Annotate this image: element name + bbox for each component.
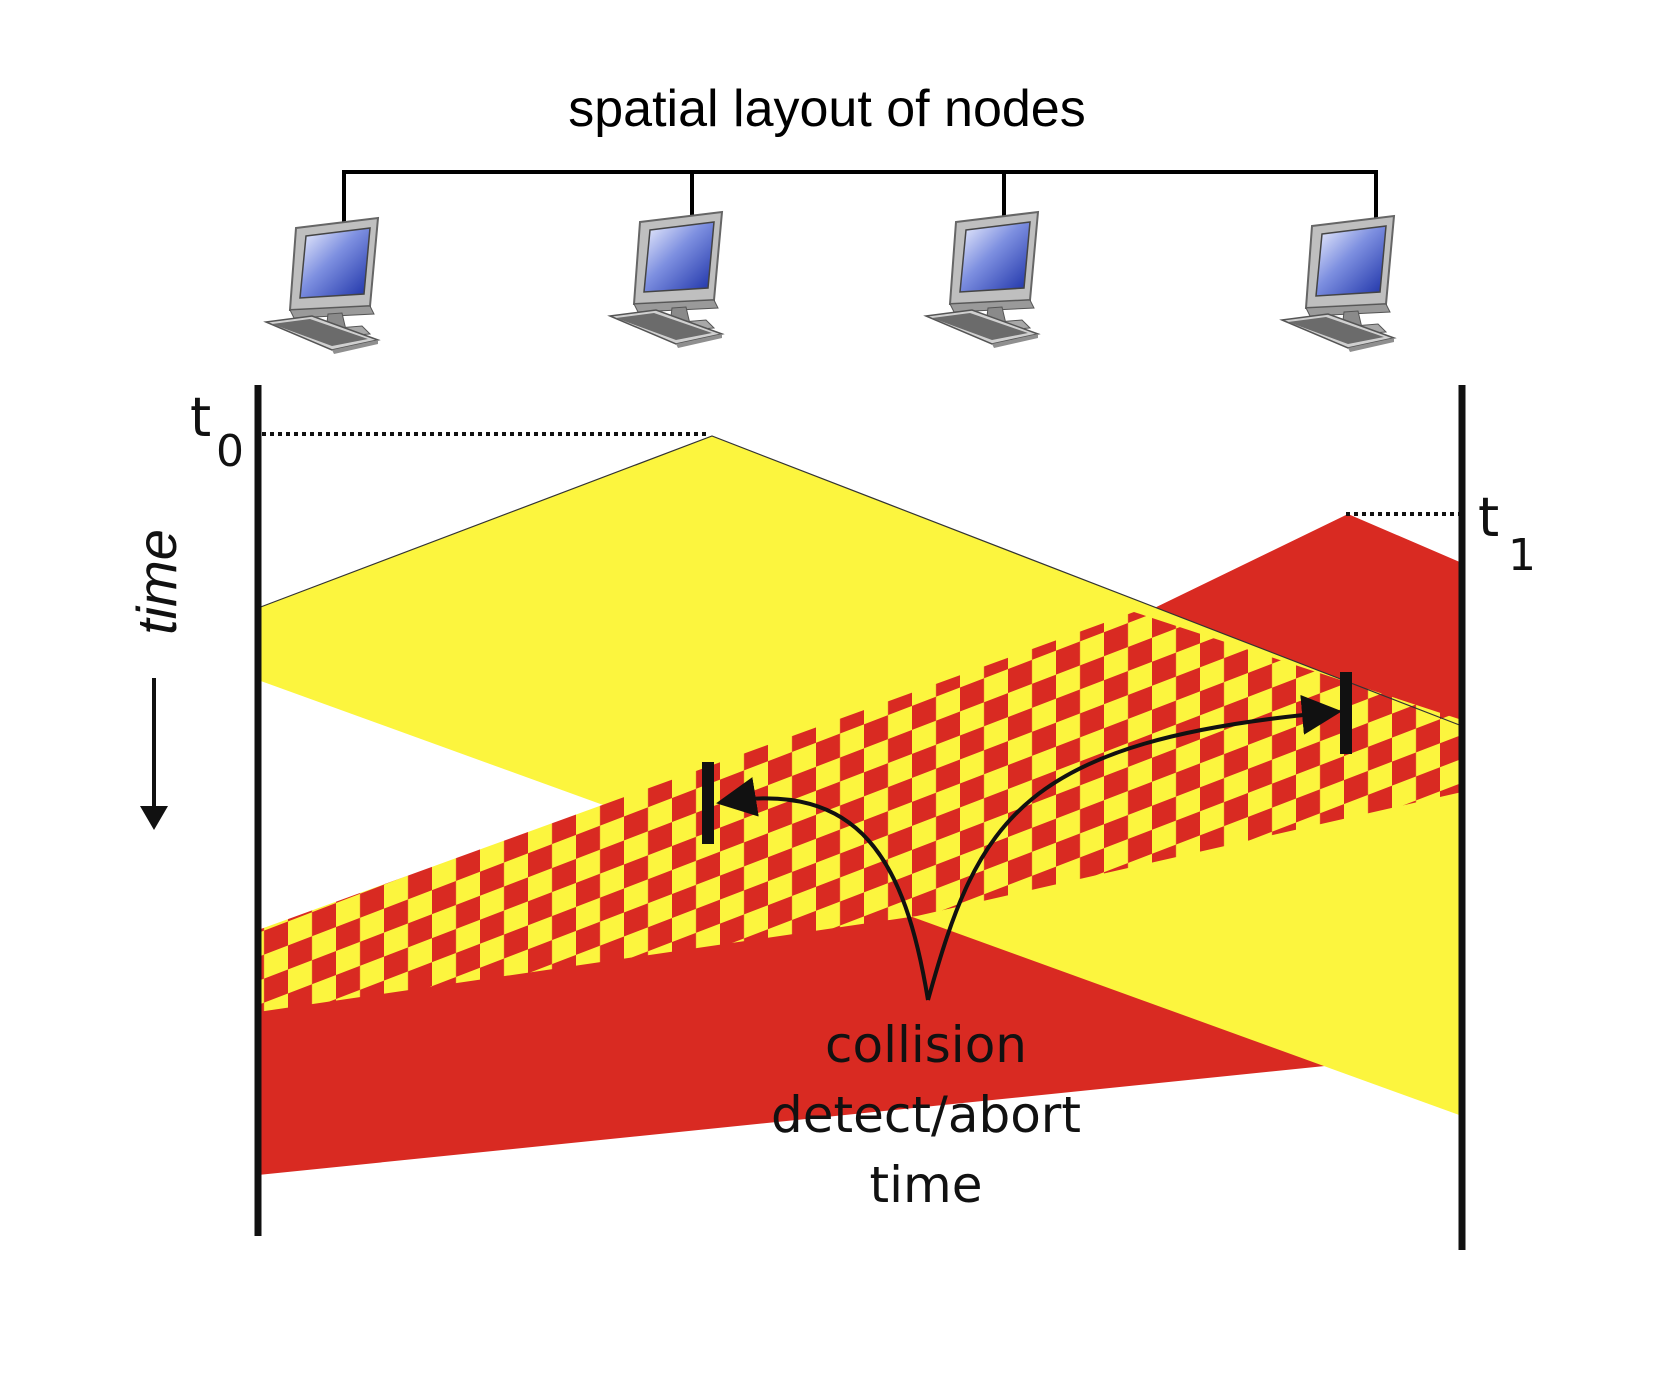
collision-arrow-left	[716, 777, 930, 1001]
collision-label: collision detect/abort time	[771, 1016, 1081, 1214]
node-4-computer-icon	[1281, 215, 1395, 353]
node-3-computer-icon	[925, 211, 1039, 349]
collision-abort-marker-right	[1340, 672, 1352, 754]
network-bus	[342, 170, 1378, 224]
t1-label: t	[1478, 486, 1499, 549]
diagram-title: spatial layout of nodes	[568, 80, 1085, 138]
collision-label-line-3: time	[870, 1156, 983, 1214]
node-2-computer-icon	[609, 211, 723, 349]
t0-subscript: 0	[216, 426, 244, 477]
collision-overlap-region	[258, 612, 1462, 1012]
time-axis-label: time	[125, 529, 188, 635]
collision-label-line-1: collision	[825, 1016, 1027, 1074]
t1-subscript: 1	[1508, 530, 1536, 581]
time-down-arrow	[140, 678, 168, 830]
collision-label-line-2: detect/abort	[771, 1086, 1081, 1144]
t0-label: t	[190, 386, 211, 449]
node-1-computer-icon	[265, 217, 379, 355]
collision-arrow-right	[926, 694, 1342, 1001]
t0-wavefront	[257, 435, 1463, 727]
collision-abort-marker-left	[702, 762, 714, 844]
